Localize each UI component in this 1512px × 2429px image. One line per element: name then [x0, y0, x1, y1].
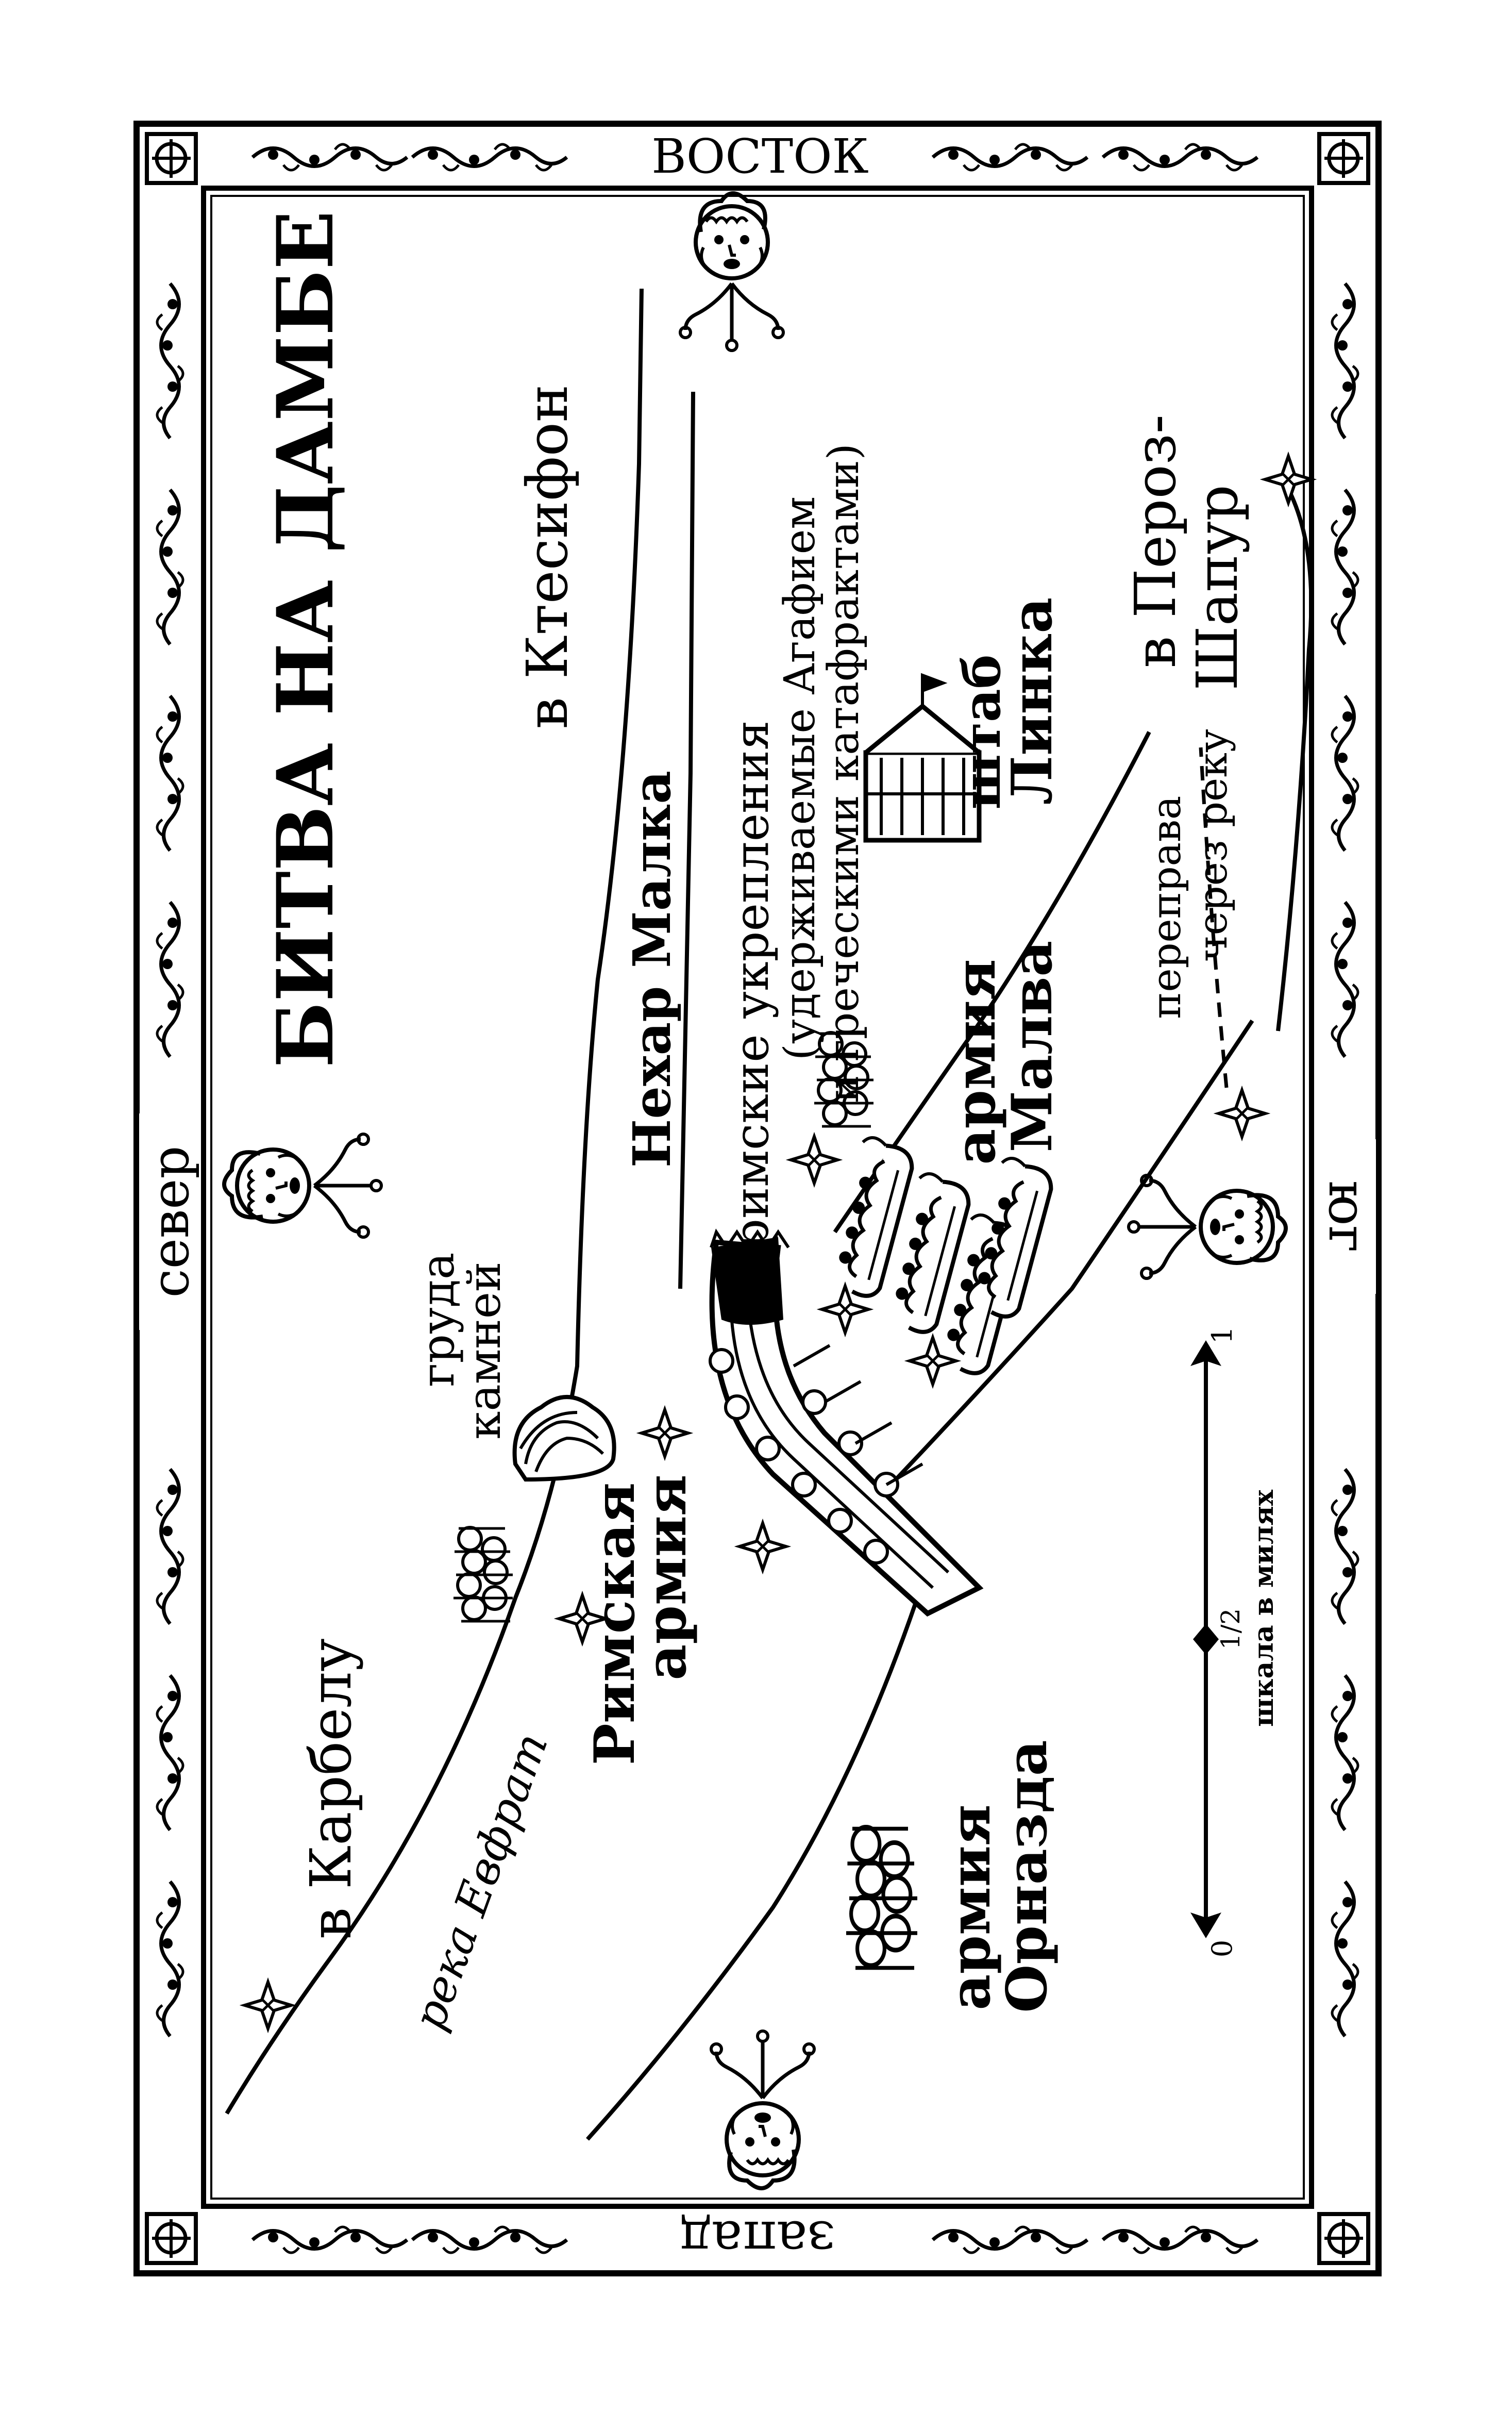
label-held-line2: и греческими катафрактами) — [819, 443, 868, 1103]
river-crossing-line — [1199, 747, 1229, 1088]
corner-ornament-icon — [1317, 2212, 1370, 2265]
wind-face-icon — [711, 2031, 814, 2188]
dam-icon — [709, 1228, 984, 1617]
compass-south: юг — [1317, 1180, 1377, 1252]
scale-caption: шкала в милях — [1248, 1489, 1280, 1727]
label-euphrates: река Евфрат — [403, 1726, 558, 2037]
wind-face-icon — [1129, 1175, 1286, 1278]
sword-icon — [740, 1523, 786, 1570]
scale-bar: 0 1/2 1 шкала в милях — [1190, 1326, 1280, 1957]
stones-icon — [512, 1395, 616, 1482]
label-to-peroz-line1: в Пероз- — [1122, 414, 1188, 668]
label-held-line1: (удерживаемые Агафием — [776, 496, 825, 1060]
corner-ornament-icon — [145, 2212, 198, 2265]
label-ornazd-line1: армия — [938, 1804, 1003, 2010]
scale-half: 1/2 — [1216, 1608, 1246, 1650]
map-title: БИТВА НА ДАМБЕ — [260, 211, 351, 1068]
sword-icon — [910, 1338, 956, 1384]
compass-west: запад — [680, 2209, 835, 2270]
wind-face-icon — [680, 193, 783, 351]
sword-icon — [642, 1410, 688, 1456]
label-crossing-line1: переправа — [1144, 795, 1190, 1019]
sword-icon — [791, 1137, 837, 1183]
compass-east: ВОСТОК — [651, 129, 868, 184]
label-roman-army-line1: Римская — [582, 1483, 647, 1766]
label-to-ctesiphon: в Ктесифон — [514, 385, 580, 729]
corner-ornament-icon — [1317, 132, 1370, 185]
map-border — [133, 121, 1382, 2276]
label-to-peroz-line2: Шапур — [1184, 485, 1250, 691]
ornazd-army-troops-icon — [846, 1827, 917, 1968]
label-stones-line2: камней — [458, 1261, 511, 1439]
label-nehar-malka: Нехар Малка — [621, 771, 682, 1168]
wind-face-icon — [224, 1134, 381, 1237]
label-to-karbela: в Карбелу — [298, 1638, 364, 1939]
label-malva-line1: армия — [943, 959, 1008, 1164]
label-roman-fortifications: римские укрепления — [724, 720, 779, 1249]
label-roman-army-line2: армия — [634, 1474, 699, 1680]
label-hq-line1: штаб — [951, 655, 1012, 810]
euphrates-east-bank — [586, 1597, 919, 2141]
tent-icon — [863, 673, 982, 843]
label-hq-line2: Линка — [1000, 597, 1065, 805]
label-ornazd-line2: Орназда — [995, 1740, 1060, 2013]
scale-zero: 0 — [1206, 1940, 1238, 1957]
label-stones-line1: груда — [411, 1253, 464, 1387]
sword-icon — [1219, 1090, 1265, 1137]
label-malva-line2: Малва — [1000, 941, 1065, 1153]
canal-bank-lower — [880, 1019, 1254, 1496]
scale-one: 1 — [1206, 1326, 1238, 1344]
corner-ornament-icon — [145, 132, 198, 185]
nehar-malka-bank — [678, 391, 695, 1289]
compass-north: север — [140, 1146, 200, 1298]
peroz-road — [1276, 478, 1314, 1032]
roman-army-troops-icon — [453, 1527, 513, 1621]
label-crossing-line2: через реку — [1190, 729, 1236, 962]
